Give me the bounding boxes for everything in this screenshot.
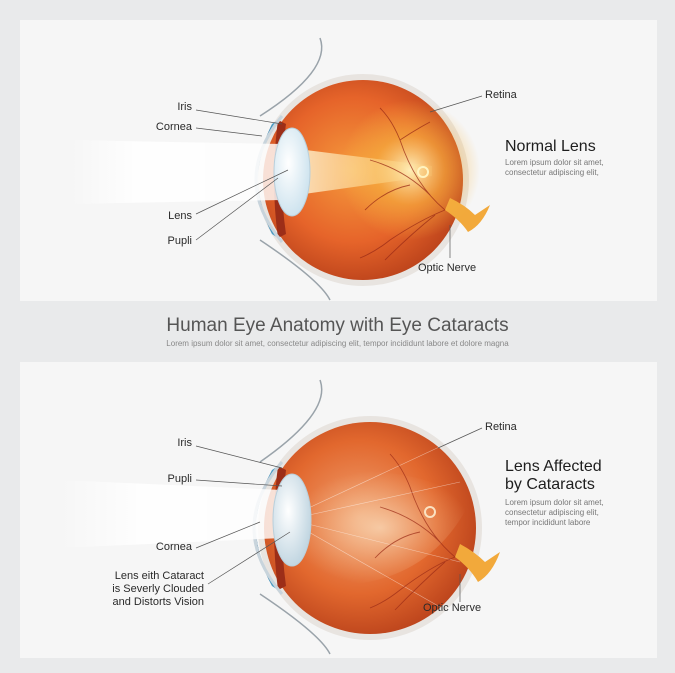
label-retina: Retina: [485, 421, 517, 433]
blood-vessels: [369, 453, 456, 611]
normal-eye-illustration: [70, 37, 490, 301]
label-pupil: Pupli: [167, 235, 192, 247]
label-retina: Retina: [485, 89, 517, 101]
description-normal-lens: Lorem ipsum dolor sit amet, consectetur …: [505, 158, 604, 177]
normal-lens-panel: Iris Cornea Lens Pupli Retina Optic Nerv…: [20, 20, 657, 301]
lens-shape: [273, 127, 311, 217]
page-title: Human Eye Anatomy with Eye Cataracts: [166, 315, 509, 336]
label-iris: Iris: [177, 101, 192, 113]
label-iris: Iris: [177, 437, 192, 449]
label-optic-nerve: Optic Nerve: [423, 602, 482, 614]
macula: [424, 506, 436, 518]
cataract-lens-panel: Iris Pupli Cornea Lens eith Cataract is …: [20, 362, 657, 658]
label-pupil: Pupli: [167, 473, 192, 485]
label-lens: Lens: [168, 210, 192, 222]
blood-vessels: [359, 107, 446, 261]
macula: [417, 166, 429, 178]
cataract-eye-illustration: [60, 379, 500, 655]
label-cataract: Lens eith Cataract is Severly Clouded an…: [112, 570, 204, 608]
heading-normal-lens: Normal Lens: [505, 138, 596, 155]
heading-cataract-lens: Lens Affected by Cataracts: [505, 458, 602, 493]
label-cornea: Cornea: [155, 541, 192, 553]
label-optic-nerve: Optic Nerve: [418, 262, 477, 274]
page-subtitle: Lorem ipsum dolor sit amet, consectetur …: [166, 339, 509, 348]
optic-nerve-shape: [455, 544, 500, 582]
clouded-lens-shape: [272, 473, 312, 567]
description-cataract-lens: Lorem ipsum dolor sit amet, consectetur …: [505, 498, 604, 527]
label-cornea: Cornea: [155, 121, 192, 133]
